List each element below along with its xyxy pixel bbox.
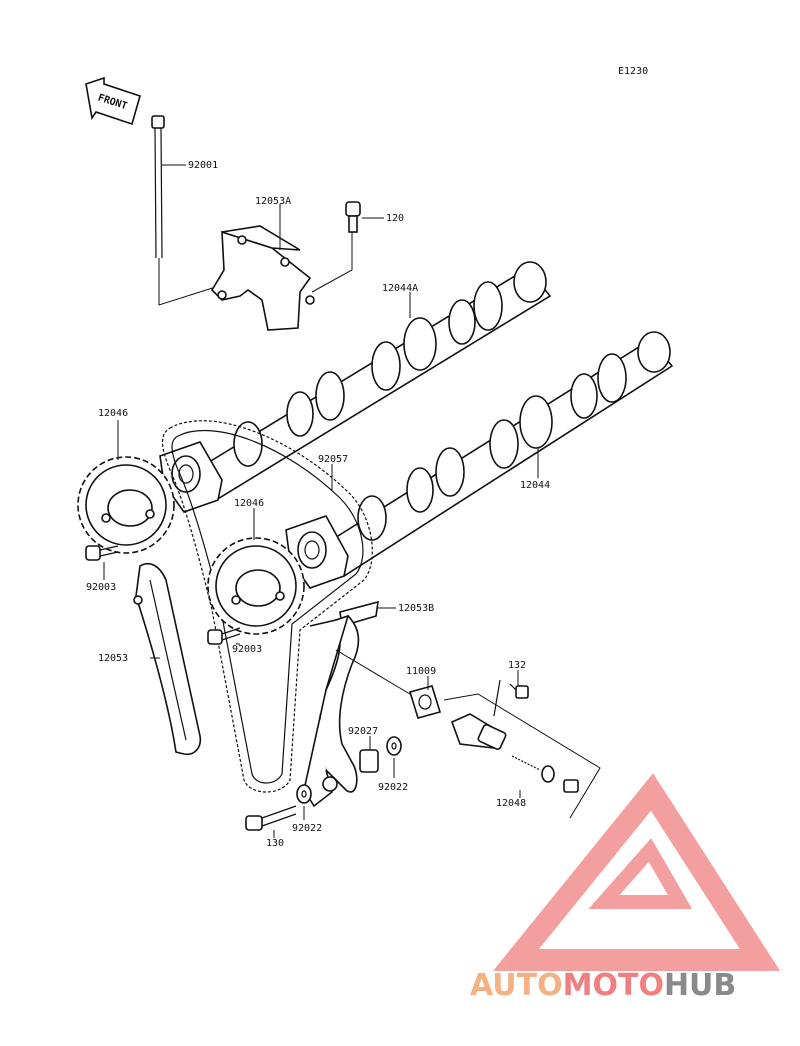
collar-92027 (359, 736, 379, 773)
label-92027: 92027 (348, 726, 378, 737)
sprocket-12046-left (77, 420, 175, 554)
tensioner-guide (303, 614, 421, 808)
tensioner-assembly-12048 (443, 679, 601, 819)
long-bolt-92001 (151, 115, 223, 306)
bolt-132 (509, 670, 529, 699)
label-12053: 12053 (98, 653, 128, 664)
watermark-moto: MOTO (563, 968, 664, 1003)
label-11009: 11009 (406, 666, 436, 677)
label-12053B: 12053B (398, 603, 434, 614)
label-12046-mid: 12046 (234, 498, 264, 509)
label-12048: 12048 (496, 798, 526, 809)
label-92003-left: 92003 (86, 582, 116, 593)
watermark-auto: AUTO (470, 968, 563, 1003)
washer-92022-bottom (296, 784, 312, 820)
bolt-92003-mid (207, 627, 241, 645)
bolt-92003-left (85, 545, 119, 580)
bolt-130 (245, 805, 297, 838)
cam-holder-12053A (210, 204, 315, 331)
bolt-120 (311, 201, 384, 293)
label-12053A: 12053A (255, 196, 291, 207)
sprocket-12046-mid (207, 508, 305, 635)
chain-guide-12053 (133, 562, 202, 756)
cam-chain-92057 (161, 420, 373, 793)
label-12044: 12044 (520, 480, 550, 491)
front-arrow-icon: FRONT (85, 76, 141, 126)
label-120: 120 (386, 213, 404, 224)
label-130: 130 (266, 838, 284, 849)
label-92003-mid: 92003 (232, 644, 262, 655)
washer-92022-right (386, 736, 402, 778)
diagram-code: E1230 (618, 66, 648, 77)
label-92022-right: 92022 (378, 782, 408, 793)
label-92001: 92001 (188, 160, 218, 171)
gasket-11009 (408, 676, 442, 719)
cam-hub-upper (159, 441, 223, 513)
watermark-hub: HUB (664, 968, 736, 1003)
label-12044A: 12044A (382, 283, 418, 294)
label-132: 132 (508, 660, 526, 671)
camshaft-12044A (194, 261, 552, 502)
camshaft-12044 (320, 331, 674, 578)
label-12046-left: 12046 (98, 408, 128, 419)
watermark-logo (492, 773, 781, 971)
watermark-text: AUTOMOTOHUB (470, 968, 736, 1003)
label-92057: 92057 (318, 454, 348, 465)
label-92022-bottom: 92022 (292, 823, 322, 834)
